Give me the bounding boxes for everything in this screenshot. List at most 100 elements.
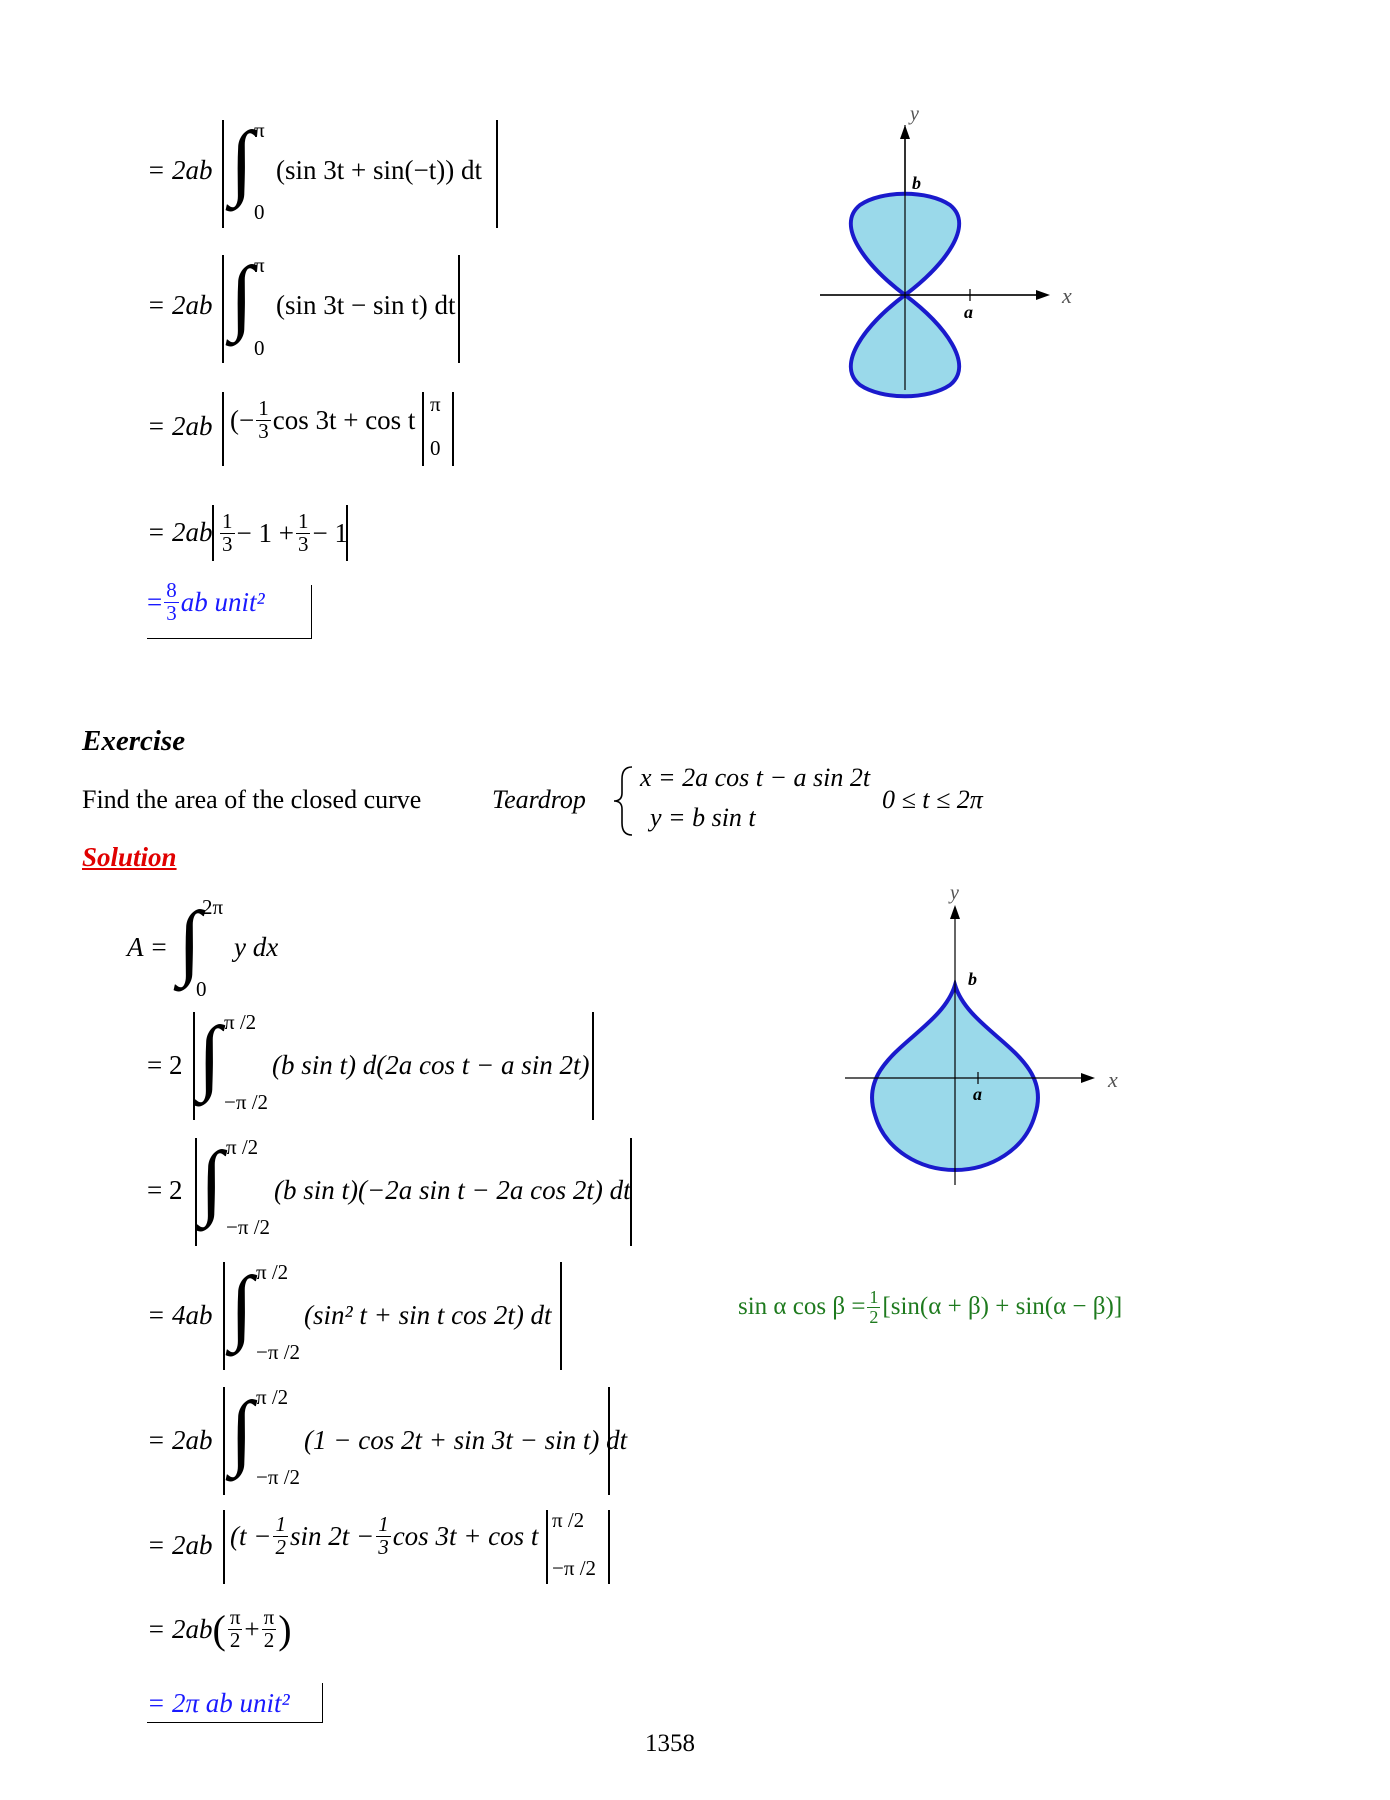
numerator: 1 (376, 1512, 391, 1537)
numerator: π (261, 1605, 277, 1630)
numerator: 1 (295, 509, 311, 534)
s4-integrand: (sin² t + sin t cos 2t) dt (304, 1300, 552, 1330)
abs-bar-right (452, 392, 454, 466)
lower-limit: 0 (196, 977, 207, 1001)
lower-limit: 0 (430, 436, 441, 460)
s4-lhs: = 4ab (147, 1300, 213, 1330)
integral-sign: ∫ (230, 1385, 254, 1478)
lower-limit: −π /2 (226, 1215, 271, 1239)
s5-lhs: = 2ab (147, 1425, 213, 1455)
denominator: 3 (297, 532, 309, 556)
eval-bar (546, 1510, 548, 1584)
s3-integrand: (b sin t)(−2a sin t − 2a cos 2t) dt (274, 1175, 631, 1205)
s2-lhs: = 2 (147, 1050, 183, 1080)
integral-sign: ∫ (178, 895, 202, 988)
numerator: 1 (273, 1512, 288, 1537)
abs-bar-left (223, 1262, 225, 1370)
abs-bar-left (222, 392, 224, 466)
open-paren: (t − (230, 1520, 272, 1551)
expression-rest: cos 3t + cos t (272, 404, 416, 435)
numerator: π (227, 1605, 243, 1630)
abs-bar-left (222, 255, 224, 363)
answer-underline (147, 1722, 323, 1723)
s7-lhs: = 2ab (147, 1613, 213, 1644)
identity-rhs: [sin(α + β) + sin(α − β)] (882, 1293, 1123, 1320)
top-line2-lhs: = 2ab (147, 290, 213, 320)
s5-integrand: (1 − cos 2t + sin 3t − sin t) dt (304, 1425, 628, 1455)
abs-bar-left (223, 1510, 225, 1584)
expression-rest: cos 3t + cos t (392, 1520, 539, 1551)
lower-limit: −π /2 (256, 1340, 301, 1364)
numerator: 1 (256, 396, 271, 421)
x-label: x (1061, 283, 1072, 308)
denominator: 2 (869, 1307, 879, 1327)
abs-bar-left (212, 505, 214, 561)
solution-label: Solution (82, 842, 177, 872)
close-paren: ) (278, 1606, 292, 1652)
lower-limit: −π /2 (552, 1556, 597, 1580)
denominator: 2 (263, 1628, 275, 1652)
abs-bar-left (223, 1387, 225, 1495)
b-label: b (968, 969, 977, 989)
denominator: 3 (166, 601, 177, 625)
denominator: 3 (378, 1535, 389, 1559)
top-line4-lhs: = 2ab (147, 517, 213, 547)
abs-bar-right (560, 1262, 562, 1370)
s3-lhs: = 2 (147, 1175, 183, 1205)
upper-limit: π /2 (256, 1385, 289, 1409)
abs-bar-right (496, 120, 498, 228)
lower-limit: −π /2 (256, 1465, 301, 1489)
answer-underline (147, 638, 312, 639)
figure-eight-graph: y x b a (820, 105, 1072, 399)
open-paren: (− (230, 404, 255, 435)
y-label: y (948, 885, 959, 904)
x-equation: x = 2a cos t − a sin 2t (640, 763, 871, 792)
abs-bar-left (195, 1138, 197, 1246)
upper-limit: π (254, 253, 265, 277)
lower-limit: 0 (254, 336, 265, 360)
expression-mid: − 1 + (236, 517, 294, 548)
plus-sign: + (244, 1613, 260, 1644)
s6-lhs: = 2ab (147, 1530, 213, 1560)
integral-sign: ∫ (230, 1260, 254, 1353)
abs-bar-right (608, 1510, 610, 1584)
upper-limit: π /2 (552, 1508, 585, 1532)
upper-limit: π /2 (256, 1260, 289, 1284)
abs-bar-right (608, 1387, 610, 1495)
y-equation: y = b sin t (650, 803, 756, 832)
numerator: 1 (867, 1287, 881, 1308)
abs-bar-right (592, 1012, 594, 1120)
numerator: 1 (220, 509, 235, 534)
a-label: a (964, 302, 973, 322)
exercise-prompt: Find the area of the closed curve (82, 785, 422, 814)
expression-mid: sin 2t − (289, 1520, 375, 1551)
a-label: a (973, 1084, 982, 1104)
integral-sign: ∫ (200, 1135, 224, 1228)
answer-box-edge (311, 585, 312, 638)
denominator: 2 (229, 1628, 241, 1652)
eval-bar (422, 392, 424, 466)
integral-sign: ∫ (230, 250, 254, 343)
s2-integrand: (b sin t) d(2a cos t − a sin 2t) (272, 1050, 590, 1080)
parameter-range: 0 ≤ t ≤ 2π (882, 785, 983, 814)
abs-bar-right (630, 1138, 632, 1246)
x-axis-arrow (1081, 1073, 1095, 1083)
lower-limit: 0 (254, 200, 265, 224)
b-label: b (912, 173, 921, 193)
x-label: x (1107, 1067, 1118, 1092)
final-answer: = 2π ab unit² (147, 1688, 290, 1718)
upper-limit: π (430, 392, 441, 416)
